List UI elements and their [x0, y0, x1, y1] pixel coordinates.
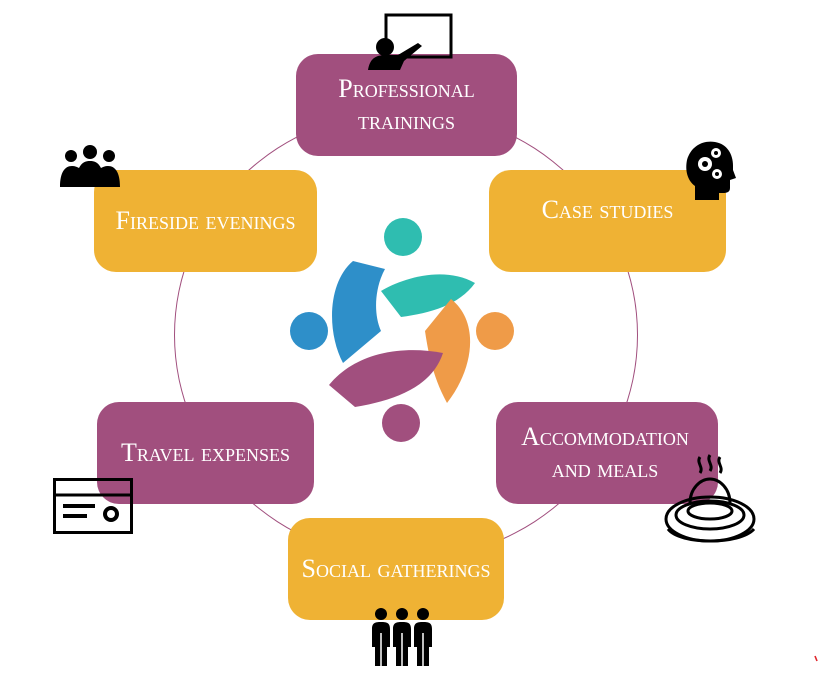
fireside-evenings-box: Fireside evenings — [94, 170, 317, 272]
accommodation-meals-label: Accommodation and meals — [521, 422, 689, 483]
case-studies-box: Case studies — [489, 170, 726, 272]
case-studies-label: Case studies — [541, 195, 674, 224]
travel-expenses-box: Travel expenses — [97, 402, 314, 504]
fireside-evenings-label: Fireside evenings — [115, 206, 296, 235]
ticket-icon — [53, 478, 133, 534]
professional-trainings-box: Professional trainings — [296, 54, 517, 156]
accommodation-meals-box: Accommodation and meals — [496, 402, 718, 504]
teacher-board-icon — [368, 13, 453, 70]
community-logo-icon — [290, 218, 514, 442]
three-people-icon — [372, 608, 432, 666]
head-gears-icon — [686, 141, 736, 200]
social-gatherings-box: Social gatherings — [288, 518, 504, 620]
steaming-bowl-icon — [664, 454, 756, 543]
red-mark-icon — [814, 655, 818, 662]
group-people-icon — [60, 145, 120, 187]
travel-expenses-label: Travel expenses — [120, 438, 291, 467]
social-gatherings-label: Social gatherings — [301, 554, 491, 583]
professional-trainings-label: Professional trainings — [338, 74, 475, 135]
